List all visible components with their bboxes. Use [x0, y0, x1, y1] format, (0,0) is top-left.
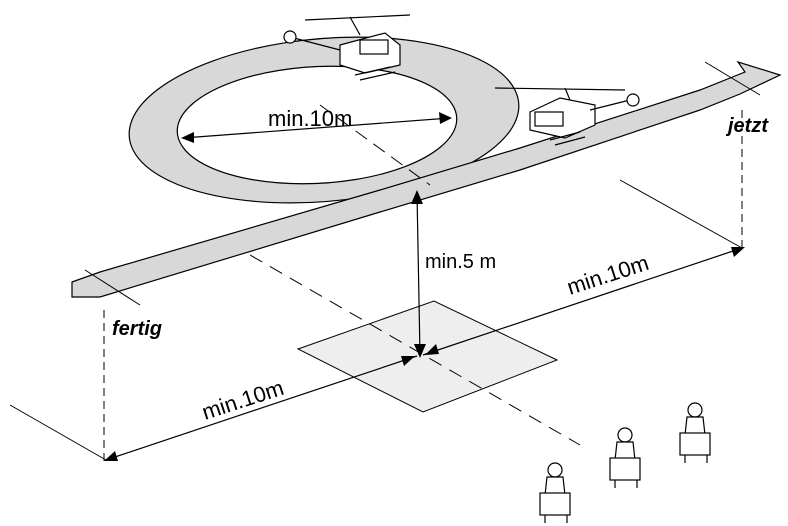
arrowhead [104, 451, 118, 461]
extension-line [84, 269, 141, 306]
end-label: fertig [112, 318, 162, 340]
left-distance-label: min.10m [199, 375, 287, 425]
arrowhead [439, 112, 452, 124]
height-label: min.5 m [425, 251, 496, 273]
arrowhead [414, 344, 426, 358]
extension-line [9, 404, 107, 461]
left-distance-arrow [105, 355, 418, 461]
spectator-icon [539, 462, 571, 523]
extension-line [619, 179, 743, 249]
ring-diameter-label: min.10m [268, 106, 352, 131]
arrowhead [401, 356, 415, 366]
arrowhead [411, 190, 423, 204]
ring-center-dash [319, 104, 431, 186]
height-arrow [416, 192, 421, 356]
arrowhead [425, 344, 439, 355]
ring-diameter-arrow [182, 117, 451, 139]
helicopter-icon [494, 87, 640, 146]
straight-track [71, 60, 782, 298]
spectator-icon [679, 402, 711, 463]
ground-pad [296, 300, 559, 413]
helicopter-icon [283, 14, 411, 81]
viewing-axis-dash [249, 254, 581, 446]
right-distance-arrow [422, 247, 743, 356]
spectator-icon [609, 427, 641, 488]
right-distance-label: min.10m [564, 250, 652, 300]
arrowhead [181, 132, 194, 143]
circle-track [128, 36, 520, 204]
extension-line [704, 61, 761, 96]
arrowhead [731, 247, 745, 257]
start-label: jetzt [725, 115, 769, 137]
